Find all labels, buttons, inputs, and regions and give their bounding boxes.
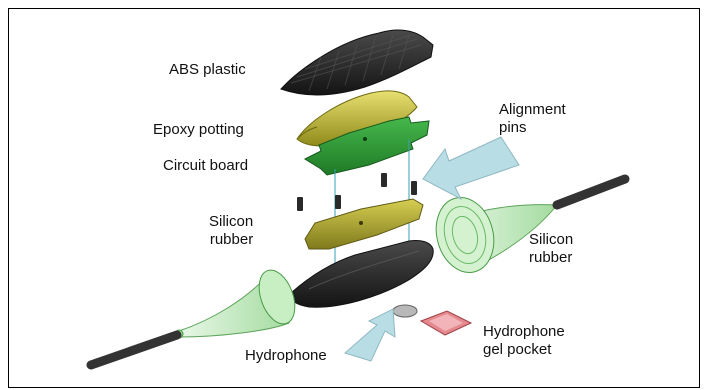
label-silicon-rubber-left: Silicon rubber bbox=[209, 213, 253, 249]
abs-plastic-shell-bottom bbox=[291, 240, 434, 307]
label-abs-plastic: ABS plastic bbox=[169, 61, 246, 79]
label-alignment-pins-line2: pins bbox=[499, 119, 566, 137]
diagram-frame: ABS plastic Epoxy potting Circuit board … bbox=[8, 8, 700, 388]
label-alignment-pins: Alignment pins bbox=[499, 101, 566, 137]
exploded-assembly-diagram bbox=[9, 9, 700, 388]
left-cable bbox=[91, 335, 177, 365]
label-gel-pocket-line2: gel pocket bbox=[483, 341, 565, 359]
abs-plastic-shell-top bbox=[281, 30, 433, 95]
alignment-pins-arrow bbox=[423, 137, 519, 199]
label-gel-pocket-line1: Hydrophone bbox=[483, 323, 565, 341]
hydrophone-disc bbox=[393, 305, 417, 317]
label-silicon-rubber-left-line2: rubber bbox=[209, 231, 253, 249]
label-silicon-rubber-right-line2: rubber bbox=[529, 249, 573, 267]
label-silicon-rubber-right: Silicon rubber bbox=[529, 231, 573, 267]
hydrophone-gel-pocket bbox=[421, 311, 471, 335]
label-hydrophone-gel-pocket: Hydrophone gel pocket bbox=[483, 323, 565, 359]
left-silicon-cone bbox=[175, 265, 302, 338]
label-hydrophone: Hydrophone bbox=[245, 347, 327, 365]
label-alignment-pins-line1: Alignment bbox=[499, 101, 566, 119]
label-epoxy-potting: Epoxy potting bbox=[153, 121, 244, 139]
hydrophone-arrow bbox=[345, 309, 395, 361]
right-cable bbox=[557, 179, 625, 205]
label-silicon-rubber-right-line1: Silicon bbox=[529, 231, 573, 249]
label-circuit-board: Circuit board bbox=[163, 157, 248, 175]
label-silicon-rubber-left-line1: Silicon bbox=[209, 213, 253, 231]
